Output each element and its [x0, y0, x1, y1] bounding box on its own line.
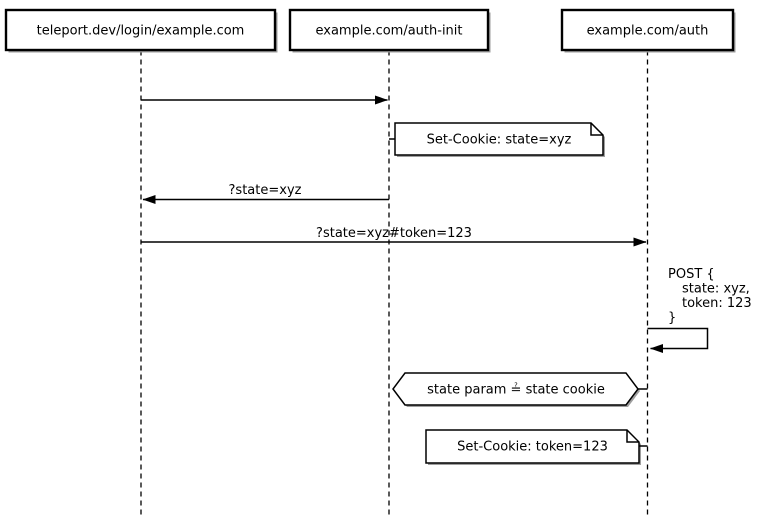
note-text: Set-Cookie: token=123: [457, 440, 608, 455]
message-label-state-token: ?state=xyz#token=123: [316, 226, 472, 241]
guard-text: state param ≟ state cookie: [427, 383, 605, 398]
note-box: [425, 429, 640, 464]
guard-hexagon: [392, 372, 639, 406]
participant-label: example.com/auth-init: [315, 24, 462, 39]
participant-box: [288, 8, 490, 52]
note-box: [394, 122, 604, 156]
participant-label: example.com/auth: [587, 24, 709, 39]
self-message-line: state: xyz,: [682, 282, 750, 297]
note-set-cookie-state: Set-Cookie: state=xyz: [389, 122, 605, 157]
participant-box: [560, 8, 735, 52]
self-message-post: POST { state: xyz, token: 123 }: [647, 267, 752, 353]
self-message-line: }: [668, 311, 676, 326]
participant-auth: example.com/auth: [560, 8, 736, 53]
participant-teleport: teleport.dev/login/example.com: [4, 8, 278, 53]
note-fold-corner: [626, 430, 639, 443]
participant-auth-init: example.com/auth-init: [288, 8, 491, 53]
participant-box: [4, 8, 277, 52]
note-fold-corner: [590, 123, 603, 136]
participant-label: teleport.dev/login/example.com: [37, 24, 245, 39]
self-message-arrow: [647, 327, 709, 353]
self-message-line: POST {: [668, 267, 715, 282]
note-set-cookie-token: Set-Cookie: token=123: [425, 429, 648, 465]
note-text: Set-Cookie: state=xyz: [427, 133, 572, 148]
self-message-line: token: 123: [682, 296, 752, 311]
guard-state-check: state param ≟ state cookie: [392, 372, 648, 407]
message-label-state: ?state=xyz: [229, 183, 302, 198]
